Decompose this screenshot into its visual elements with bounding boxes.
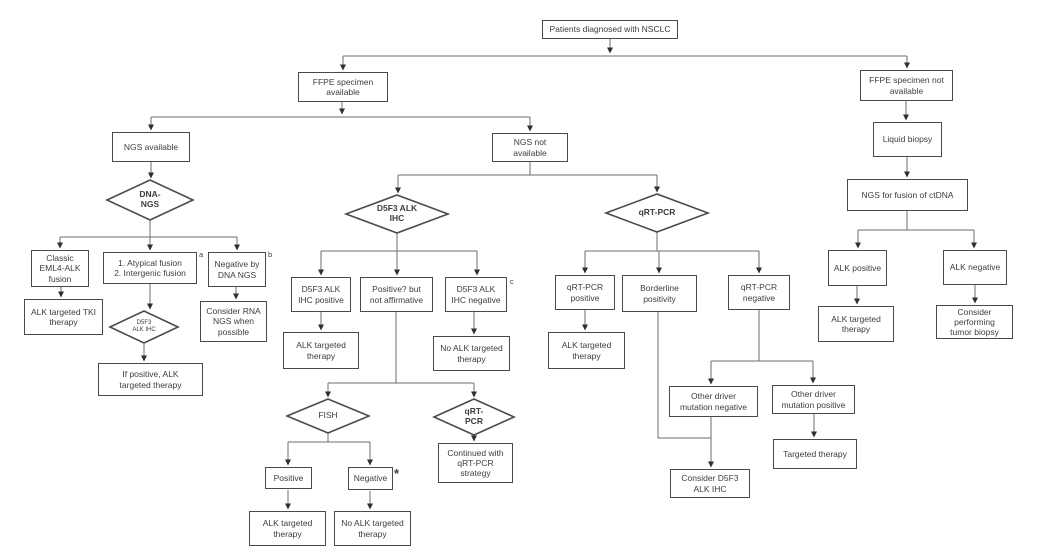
- node-alk-targeted-therapy-ihc: ALK targeted therapy: [283, 332, 359, 369]
- node-patients-diagnosed-nsclc: Patients diagnosed with NSCLC: [542, 20, 678, 39]
- node-other-driver-mutation-positive: Other driver mutation positive: [772, 385, 855, 414]
- node-consider-rna-ngs: Consider RNA NGS when possible: [200, 301, 267, 342]
- node-d5f3-alk-ihc-positive: D5F3 ALK IHC positive: [291, 277, 351, 312]
- node-classic-eml4-alk-fusion: Classic EML4-ALK fusion: [31, 250, 89, 287]
- node-ngs-available: NGS available: [112, 132, 190, 162]
- node-alk-targeted-therapy-pcr: ALK targeted therapy: [548, 332, 625, 369]
- node-consider-d5f3-alk-ihc: Consider D5F3 ALK IHC: [670, 469, 750, 498]
- node-other-driver-mutation-negative: Other driver mutation negative: [669, 386, 758, 417]
- node-no-alk-targeted-therapy-fish: No ALK targeted therapy: [334, 511, 411, 546]
- node-alk-negative: ALK negative: [943, 250, 1007, 285]
- node-qrt-pcr-positive: qRT-PCR positive: [555, 275, 615, 310]
- footnote-mark-a: a: [199, 250, 204, 259]
- node-if-positive-alk-targeted-therapy: If positive, ALK targeted therapy: [98, 363, 203, 396]
- node-ngs-for-fusion-of-ctdna: NGS for fusion of ctDNA: [847, 179, 968, 211]
- node-continued-with-qrt-pcr-strategy: Continued with qRT-PCR strategy: [438, 443, 513, 483]
- node-consider-performing-tumor-biopsy: Consider performing tumor biopsy: [936, 305, 1013, 339]
- node-qrt-pcr-negative: qRT-PCR negative: [728, 275, 790, 310]
- node-liquid-biopsy: Liquid biopsy: [873, 122, 942, 157]
- node-d5f3-alk-ihc-negative: D5F3 ALK IHC negative: [445, 277, 507, 312]
- footnote-mark-c: c: [510, 277, 514, 286]
- node-positive-but-not-affirmative: Positive? but not affirmative: [360, 277, 433, 312]
- node-ngs-not-available: NGS not available: [492, 133, 568, 162]
- node-alk-targeted-tki-therapy: ALK targeted TKI therapy: [24, 299, 103, 335]
- node-ffpe-specimen-available: FFPE specimen available: [298, 72, 388, 102]
- node-targeted-therapy: Targeted therapy: [773, 439, 857, 469]
- node-fish-negative: Negative: [348, 467, 393, 490]
- footnote-mark-b: b: [268, 250, 273, 259]
- node-ffpe-specimen-not-available: FFPE specimen not available: [860, 70, 953, 101]
- footnote-mark-asterisk: *: [394, 466, 400, 481]
- node-alk-targeted-therapy-liquid: ALK targeted therapy: [818, 306, 894, 342]
- node-alk-positive: ALK positive: [828, 250, 887, 286]
- node-no-alk-targeted-therapy-ihc: No ALK targeted therapy: [433, 336, 510, 371]
- node-borderline-positivity: Borderline positivity: [622, 275, 697, 312]
- node-fish-positive: Positive: [265, 467, 312, 489]
- node-alk-targeted-therapy-fish: ALK targeted therapy: [249, 511, 326, 546]
- node-atypical-intergenic-fusion: 1. Atypical fusion 2. Intergenic fusion: [103, 252, 197, 284]
- node-negative-by-dna-ngs: Negative by DNA NGS: [208, 252, 266, 287]
